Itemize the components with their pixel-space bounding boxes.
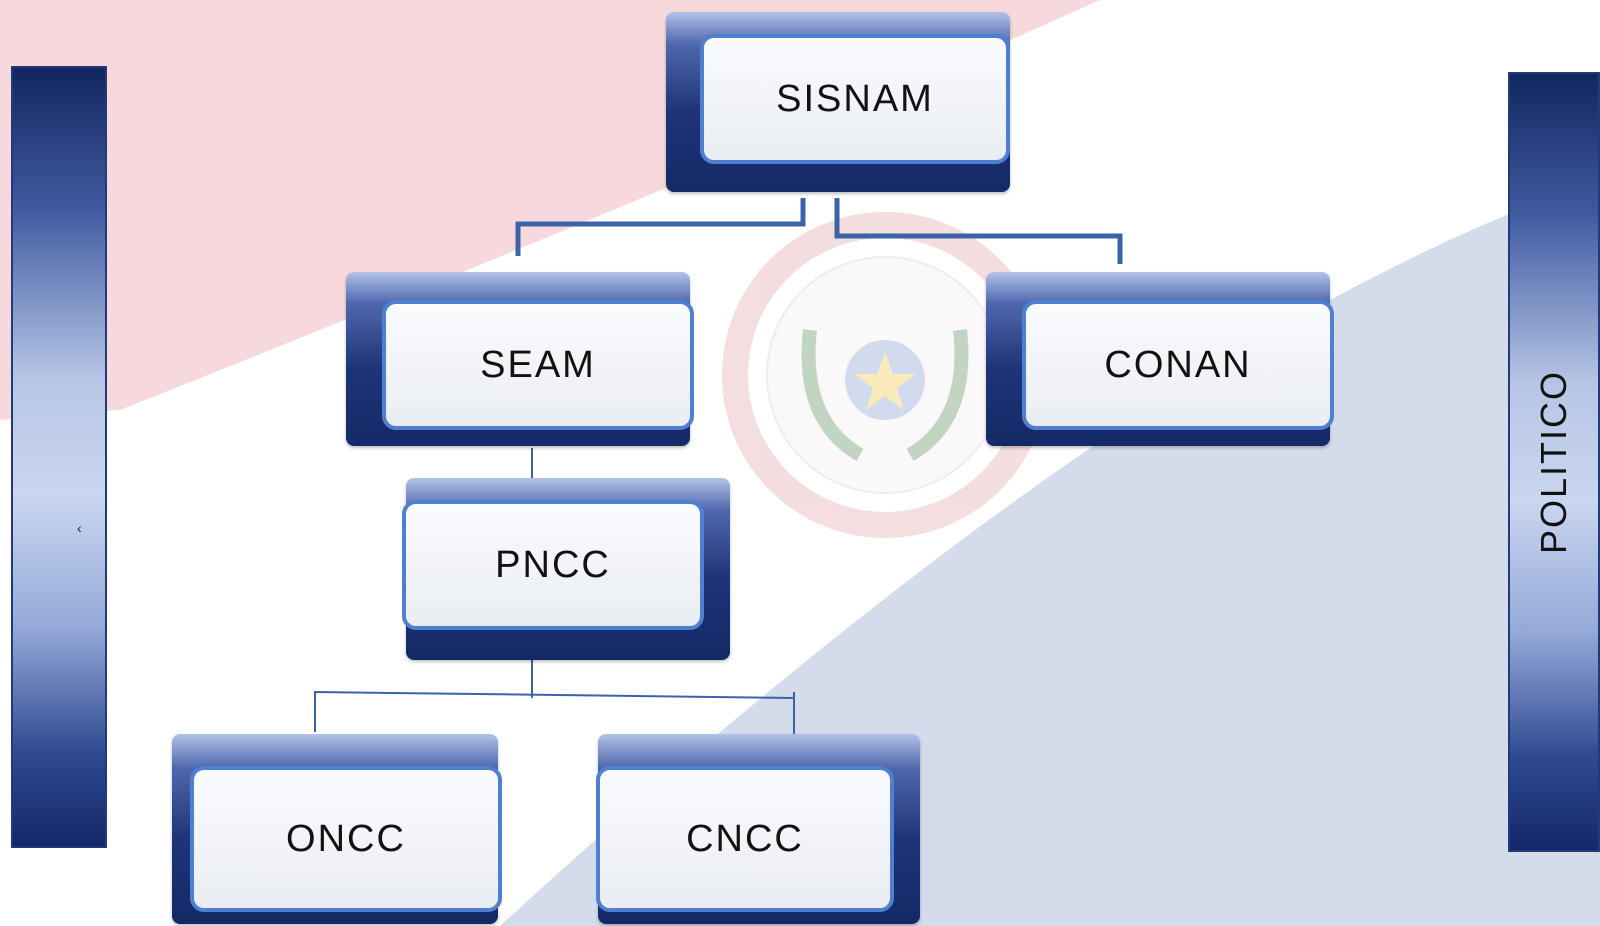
node-cncc: CNCC bbox=[596, 734, 920, 924]
node-sisnam-box: SISNAM bbox=[700, 34, 1010, 164]
node-pncc: PNCC bbox=[402, 478, 730, 660]
node-cncc-label: CNCC bbox=[686, 817, 804, 860]
connector-sisnam-seam bbox=[515, 198, 806, 256]
node-oncc: ONCC bbox=[172, 734, 502, 924]
node-sisnam: SISNAM bbox=[666, 12, 1010, 192]
left-bar-mark: ‹ bbox=[77, 520, 82, 536]
node-conan-label: CONAN bbox=[1104, 343, 1252, 386]
node-conan-box: CONAN bbox=[1022, 300, 1334, 430]
node-seam: SEAM bbox=[346, 272, 694, 446]
emblem-watermark bbox=[722, 212, 1048, 538]
node-pncc-label: PNCC bbox=[495, 543, 611, 586]
node-seam-box: SEAM bbox=[382, 300, 694, 430]
node-seam-label: SEAM bbox=[480, 343, 596, 386]
connector-sisnam-conan bbox=[834, 198, 1123, 264]
connector-pncc-oncc bbox=[314, 690, 795, 732]
left-side-bar: ‹ bbox=[11, 66, 107, 848]
node-oncc-label: ONCC bbox=[286, 817, 406, 860]
node-oncc-box: ONCC bbox=[190, 766, 502, 912]
node-cncc-box: CNCC bbox=[596, 766, 894, 912]
node-conan: CONAN bbox=[986, 272, 1334, 446]
right-side-bar: POLITICO bbox=[1508, 72, 1600, 852]
node-sisnam-label: SISNAM bbox=[776, 77, 934, 120]
node-pncc-box: PNCC bbox=[402, 500, 704, 630]
